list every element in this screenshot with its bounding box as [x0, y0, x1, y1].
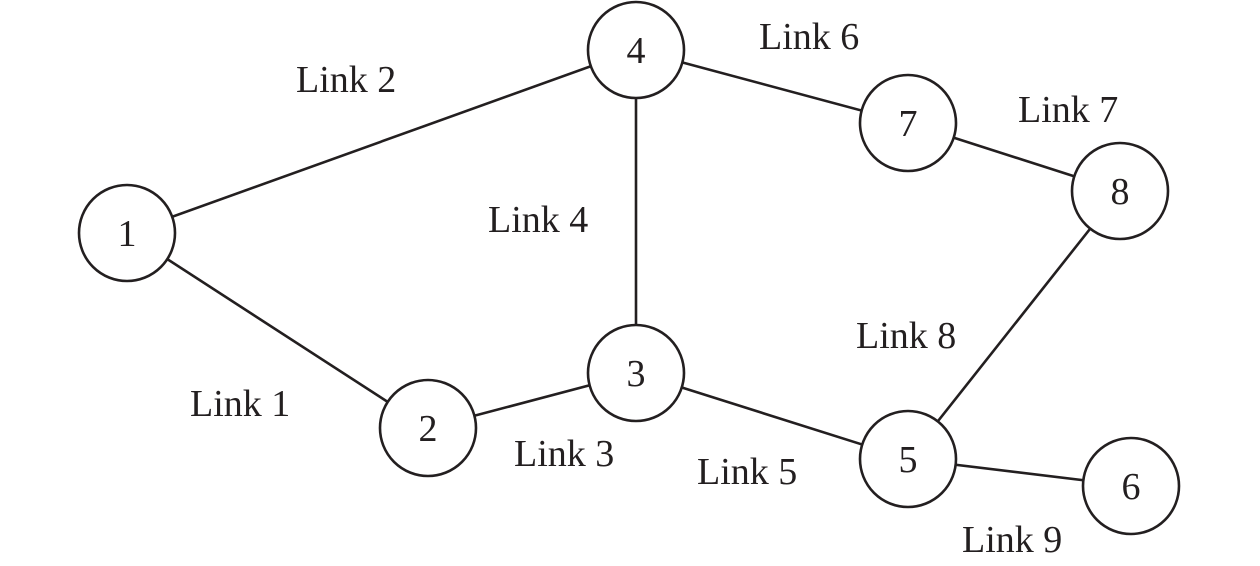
- link-1-label: Link 1: [190, 383, 290, 425]
- link-8-label: Link 8: [856, 315, 956, 357]
- link-3-label: Link 3: [514, 433, 614, 475]
- node-8: 8: [1070, 141, 1170, 241]
- link-labels-layer: Link 1 Link 2 Link 3 Link 4 Link 5 Link 6 Link…: [190, 16, 1118, 561]
- node-7-circle: [858, 73, 958, 173]
- node-5-circle: [858, 409, 958, 509]
- node-4: 4: [586, 0, 686, 100]
- node-8-label: 8: [1111, 171, 1130, 213]
- link-2-line: [126, 48, 637, 235]
- nodes-layer: 1 2 3 4 5 6 7 8: [77, 0, 1181, 536]
- link-2-label: Link 2: [296, 59, 396, 101]
- node-6-label: 6: [1122, 466, 1141, 508]
- node-4-label: 4: [627, 30, 646, 72]
- node-2: 2: [378, 378, 478, 478]
- link-5-label: Link 5: [697, 451, 797, 493]
- node-2-circle: [378, 378, 478, 478]
- node-3-circle: [586, 323, 686, 423]
- node-1-label: 1: [118, 213, 137, 255]
- node-8-circle: [1070, 141, 1170, 241]
- link-8-line: [906, 190, 1122, 460]
- node-2-label: 2: [419, 408, 438, 450]
- link-1-line: [126, 231, 429, 430]
- link-9-label: Link 9: [962, 519, 1062, 561]
- node-5: 5: [858, 409, 958, 509]
- node-3-label: 3: [627, 353, 646, 395]
- link-4-label: Link 4: [488, 199, 588, 241]
- node-6-circle: [1081, 436, 1181, 536]
- node-7: 7: [858, 73, 958, 173]
- node-7-label: 7: [899, 103, 918, 145]
- node-5-label: 5: [899, 439, 918, 481]
- node-1-circle: [77, 183, 177, 283]
- link-7-label: Link 7: [1018, 89, 1118, 131]
- link-6-label: Link 6: [759, 16, 859, 58]
- node-1: 1: [77, 183, 177, 283]
- node-4-circle: [586, 0, 686, 100]
- node-3: 3: [586, 323, 686, 423]
- node-6: 6: [1081, 436, 1181, 536]
